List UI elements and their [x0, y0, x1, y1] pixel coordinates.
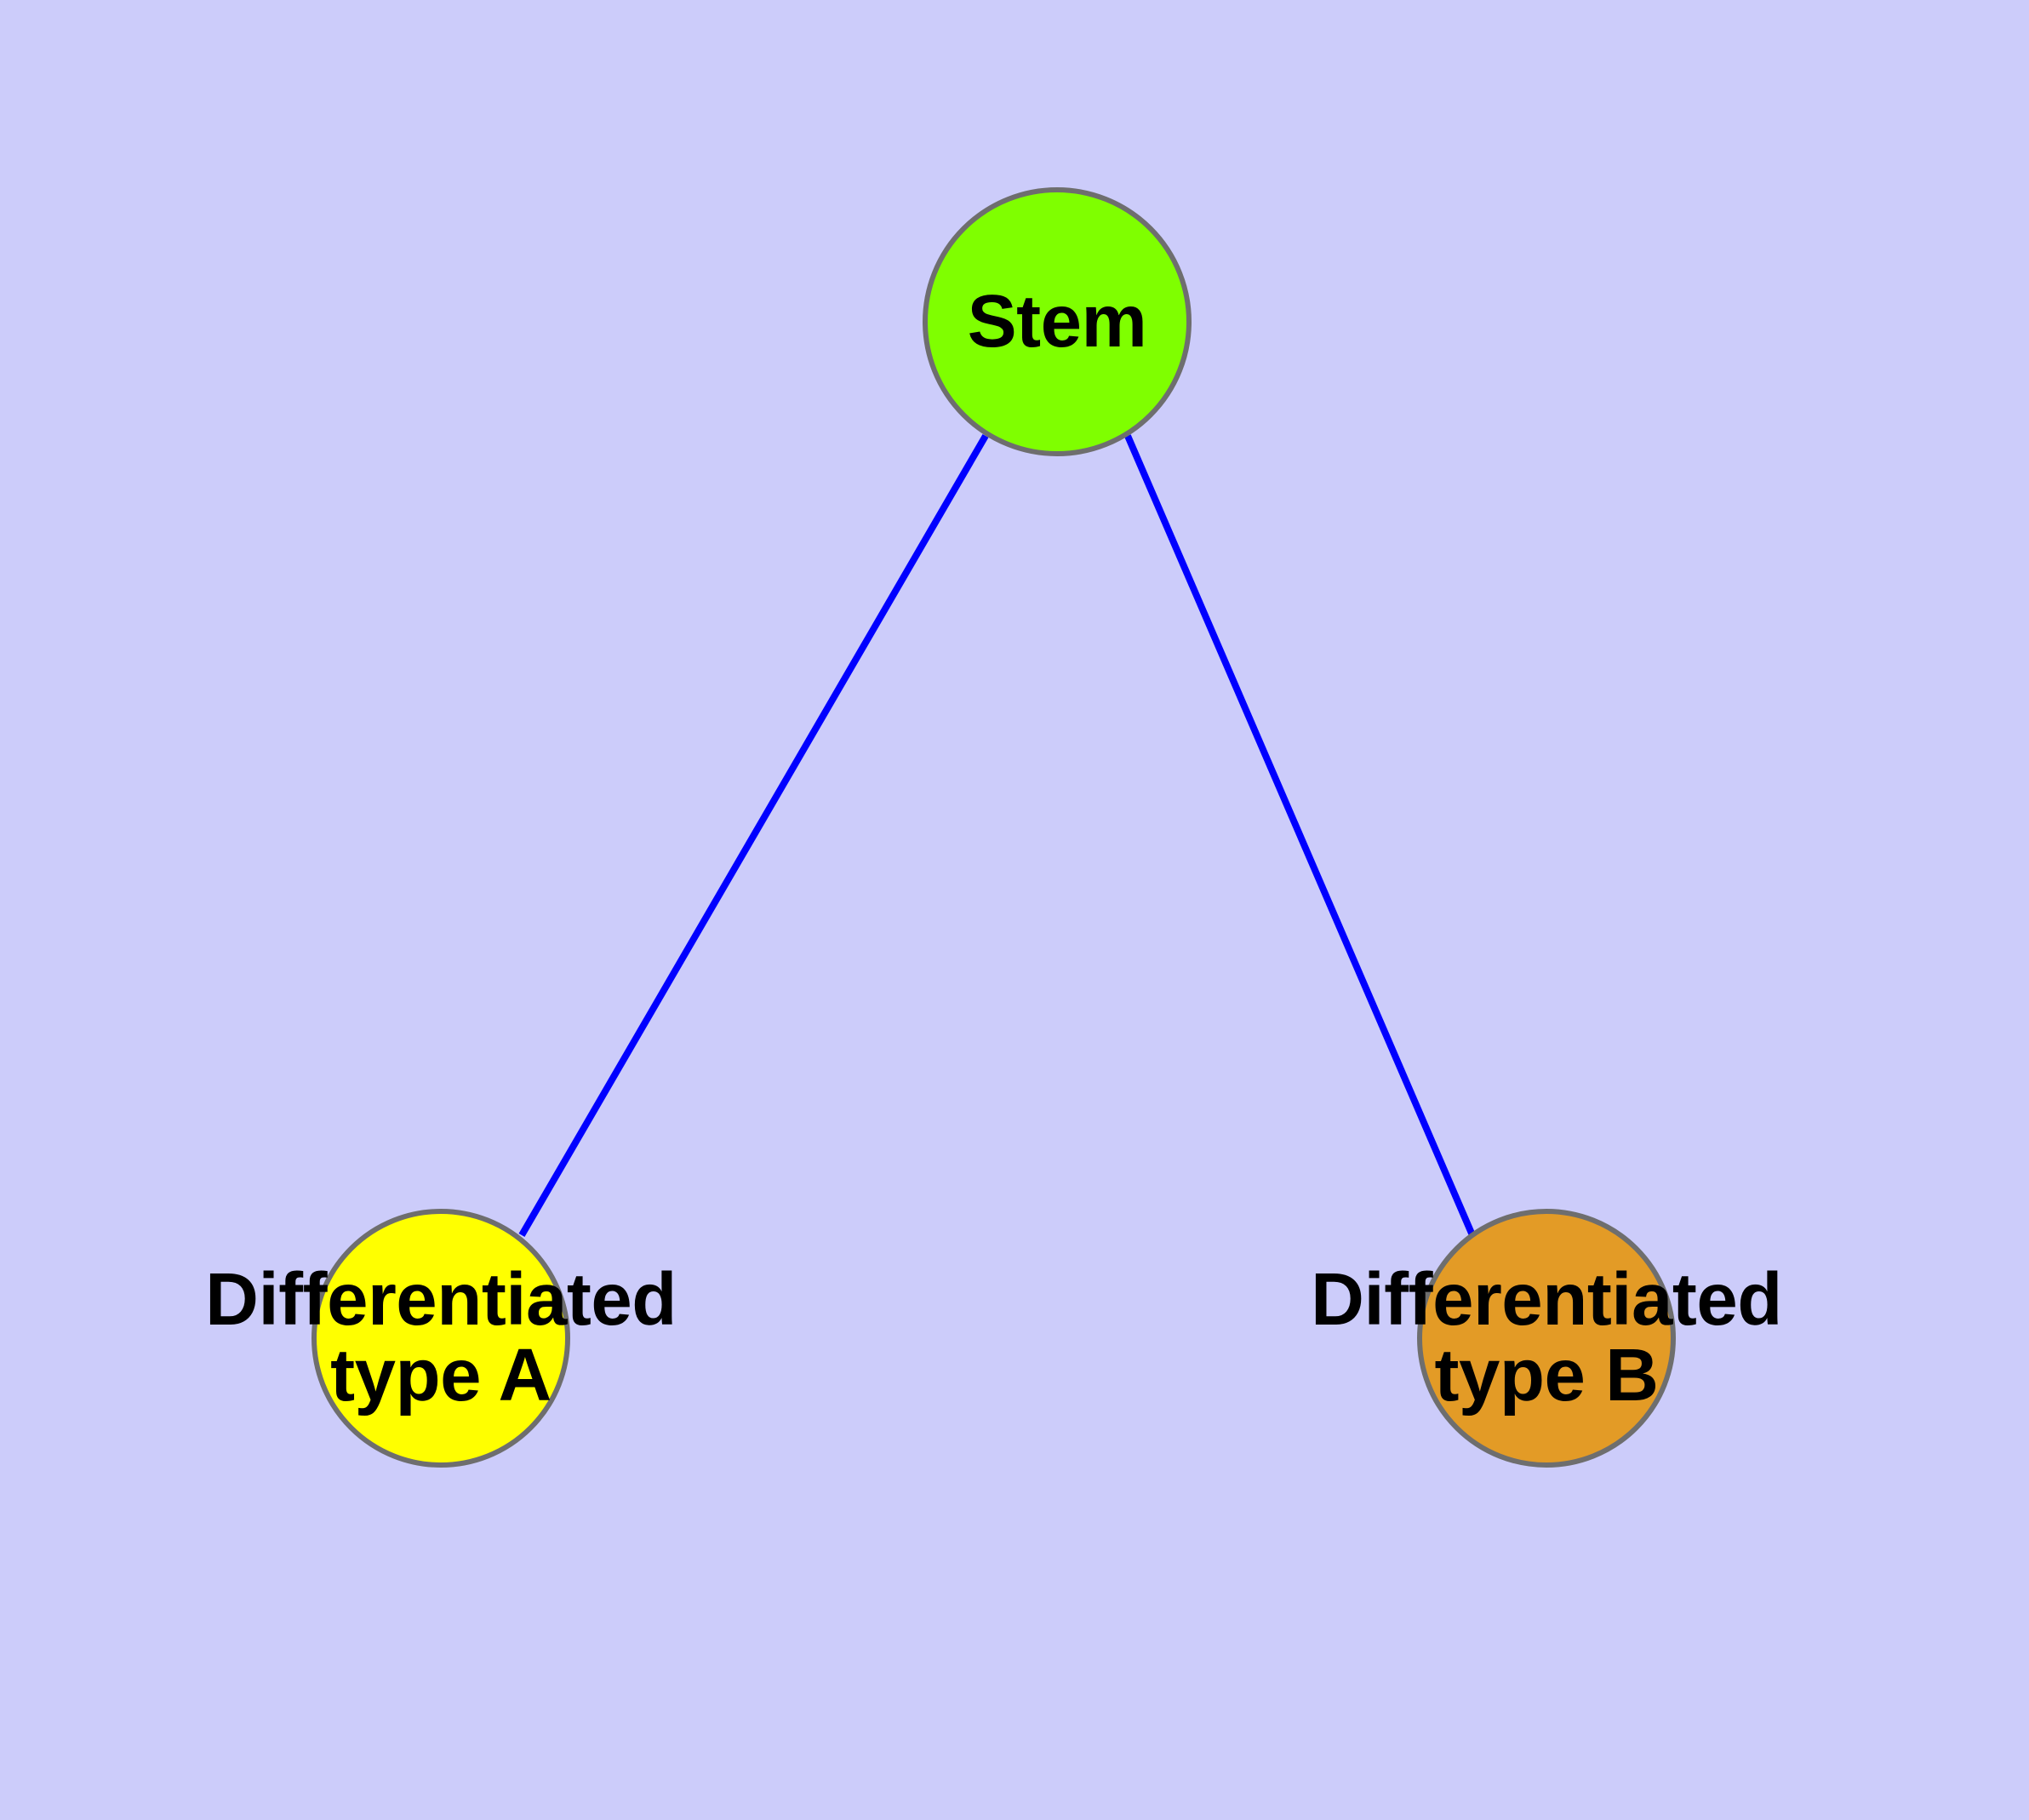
- node-circle-stem: [923, 187, 1192, 456]
- edge-stem-to-differentiated-type-b: [1124, 434, 1476, 1237]
- node-circle-differentiated-type-a: [311, 1209, 570, 1468]
- node-circle-differentiated-type-b: [1417, 1209, 1676, 1468]
- edge-stem-to-differentiated-type-a: [518, 433, 989, 1238]
